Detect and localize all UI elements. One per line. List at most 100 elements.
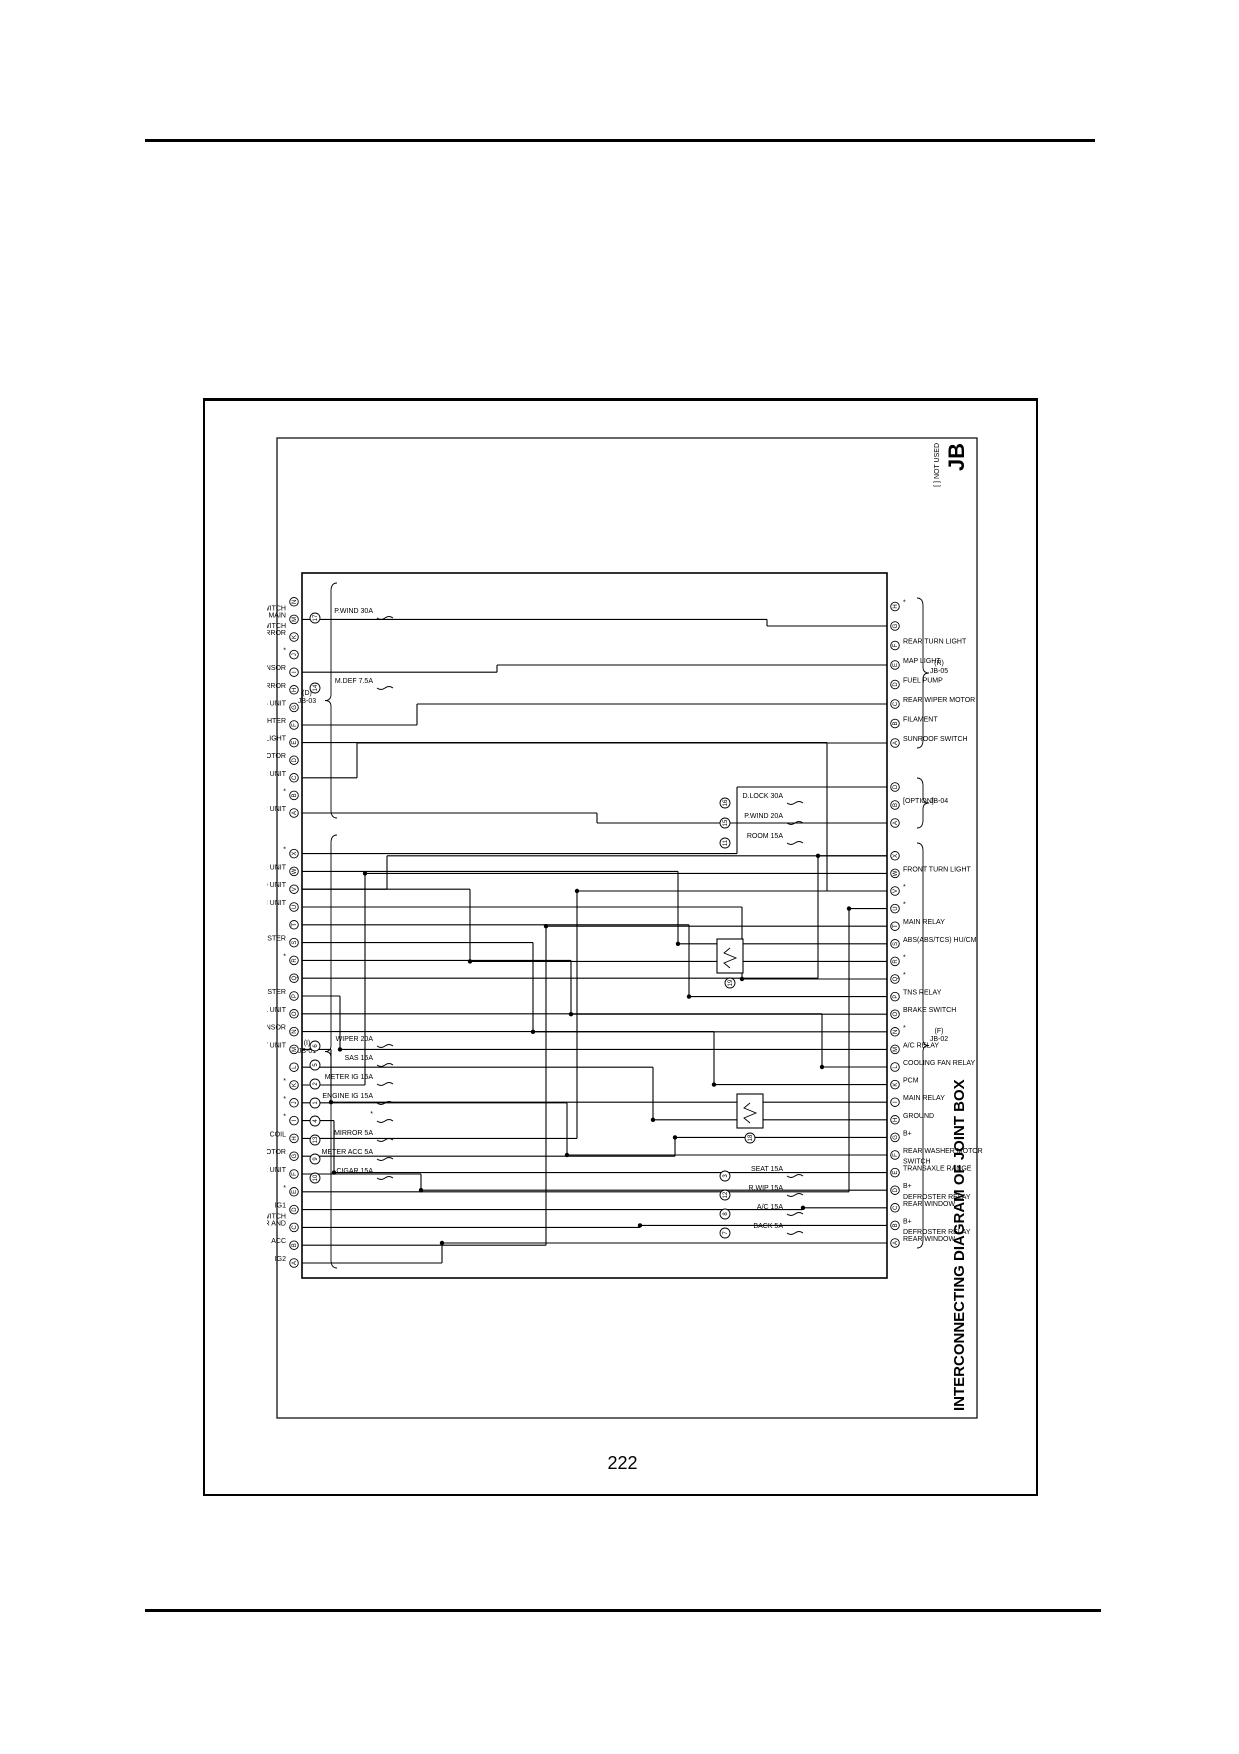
pin-label: DOOR LOCK TIMER UNIT <box>267 771 287 778</box>
pin-letter: X <box>292 852 298 856</box>
fuse-symbol <box>376 1063 394 1067</box>
pin-letter: P <box>292 994 298 998</box>
fuse-number-circle <box>309 1059 321 1071</box>
pin-circle <box>890 1132 900 1143</box>
pin-label: B+ <box>903 1218 912 1225</box>
junction-dot <box>328 1100 334 1105</box>
fuse-symbol <box>786 841 804 845</box>
fuse-symbol <box>376 1176 394 1180</box>
pin-circle <box>890 974 900 984</box>
pin-label-line2: SWITCH <box>267 605 286 612</box>
pin-label: OCCUPANCY SENSOR <box>267 665 286 672</box>
fuse-number: 1 <box>313 1101 319 1105</box>
connector-jb05-sub: (R) <box>934 660 944 667</box>
pin-label: HEATED OUTSIDE MIRROR <box>267 683 286 690</box>
pin-letter: G <box>292 705 298 710</box>
pin-letter: E <box>292 741 298 745</box>
pin-letter: A <box>292 811 298 815</box>
pin-label: * <box>283 1096 286 1103</box>
pin-label: * <box>903 954 906 961</box>
pin-letter: C <box>292 775 298 780</box>
fuse-symbol <box>376 1157 394 1161</box>
pin-circle <box>289 1258 299 1268</box>
pin-label: AUDIO UNIT <box>267 882 287 889</box>
junction-dot <box>439 1240 445 1246</box>
pin-letter: Q <box>292 976 298 981</box>
fuse-number: 5 <box>313 1063 319 1067</box>
pin-letter: I <box>292 671 298 673</box>
fuse-label: A/C 15A <box>757 1204 783 1211</box>
pin-circle <box>289 685 299 695</box>
not-used-note: [ ] NOT USED <box>934 443 941 487</box>
pin-label: * <box>903 902 906 909</box>
pin-label: * <box>903 600 906 607</box>
pin-letter: V <box>893 889 899 893</box>
pin-letter: R <box>893 959 899 964</box>
page-number: 222 <box>607 1453 638 1473</box>
pin-circle <box>890 738 900 748</box>
pin-label-line2: DEFROSTER RELAY <box>903 1229 971 1236</box>
junction-dot <box>568 1012 574 1017</box>
pin-circle <box>890 800 900 810</box>
pin-letter: D <box>292 1207 298 1212</box>
pin-circle <box>890 1238 900 1248</box>
pin-letter: A <box>893 821 899 825</box>
pin-circle <box>289 1187 299 1197</box>
pin-label: POWER OUTSIDE MIRROR <box>267 630 286 637</box>
pin-label: CLIMATE CONTROL UNIT <box>267 1007 287 1014</box>
relay-coil <box>743 1102 758 1124</box>
pin-letter: M <box>292 617 298 622</box>
fuse-number-circle <box>309 1134 321 1146</box>
junction-dot <box>819 1064 825 1070</box>
fuse-symbol <box>786 821 804 825</box>
pin-label-line2: SWITCH <box>903 1159 931 1166</box>
pin-label: REAR WINDOW <box>903 1236 956 1243</box>
bottom-rule <box>145 1609 1101 1612</box>
pin-circle <box>890 1097 900 1107</box>
pin-label: INSTRUMENT CLUSTER <box>267 989 286 996</box>
pin-circle <box>289 632 299 642</box>
pin-letter: H <box>292 688 298 692</box>
pin-label: INSTRUMENT CLUSTER <box>267 936 286 943</box>
fuse-number-circle <box>719 1189 731 1201</box>
fuse-number: 7 <box>723 1231 729 1235</box>
pin-circle <box>890 782 900 792</box>
pin-letter: A <box>893 741 899 745</box>
pin-letter: K <box>292 635 298 639</box>
pin-letter: O <box>893 1012 899 1017</box>
fuse-symbol <box>376 1101 394 1105</box>
pin-circle <box>289 1133 299 1144</box>
pin-letter: C <box>292 1225 298 1230</box>
pin-letter: C <box>893 701 899 706</box>
pin-letter: N <box>292 1029 298 1033</box>
junction-dot <box>711 1082 717 1087</box>
pin-label: MAIN RELAY <box>903 1095 945 1102</box>
pin-circle <box>890 1009 900 1019</box>
pin-letter: U <box>292 905 298 909</box>
pin-label: CAR-NAVIGATION UNIT <box>267 900 287 907</box>
fuse-label: M.DEF 7.5A <box>335 678 373 685</box>
pin-letter: T <box>893 924 899 928</box>
pin-label: FLASHER UNIT <box>267 1167 287 1174</box>
junction-dot <box>543 924 549 929</box>
pin-circle <box>890 851 900 861</box>
pin-letter: H <box>893 1118 899 1122</box>
pin-circle <box>289 920 299 930</box>
relay-number: 18 <box>748 1134 754 1141</box>
pin-label: TRANSAXLE RANGE <box>903 1166 972 1173</box>
connector-jb01-sub: (I) <box>304 1040 311 1047</box>
pin-label: * <box>283 1078 286 1085</box>
fuse-number: 13 <box>313 1136 319 1143</box>
pin-circle <box>289 937 299 948</box>
fuse-label: BACK 5A <box>753 1223 783 1230</box>
pin-circle <box>289 991 299 1001</box>
pin-label: TNS RELAY <box>903 990 942 997</box>
pin-label: COURTESY LIGHT <box>267 736 287 743</box>
pin-circle <box>289 1222 299 1233</box>
pin-letter: B <box>292 793 298 797</box>
pin-label: DOOR LOCK TIMER UNIT <box>267 806 287 813</box>
pin-circle <box>289 1204 299 1215</box>
pin-label: GROUND <box>903 1113 934 1120</box>
pin-circle <box>890 1027 900 1037</box>
fuse-symbol <box>786 1231 804 1235</box>
